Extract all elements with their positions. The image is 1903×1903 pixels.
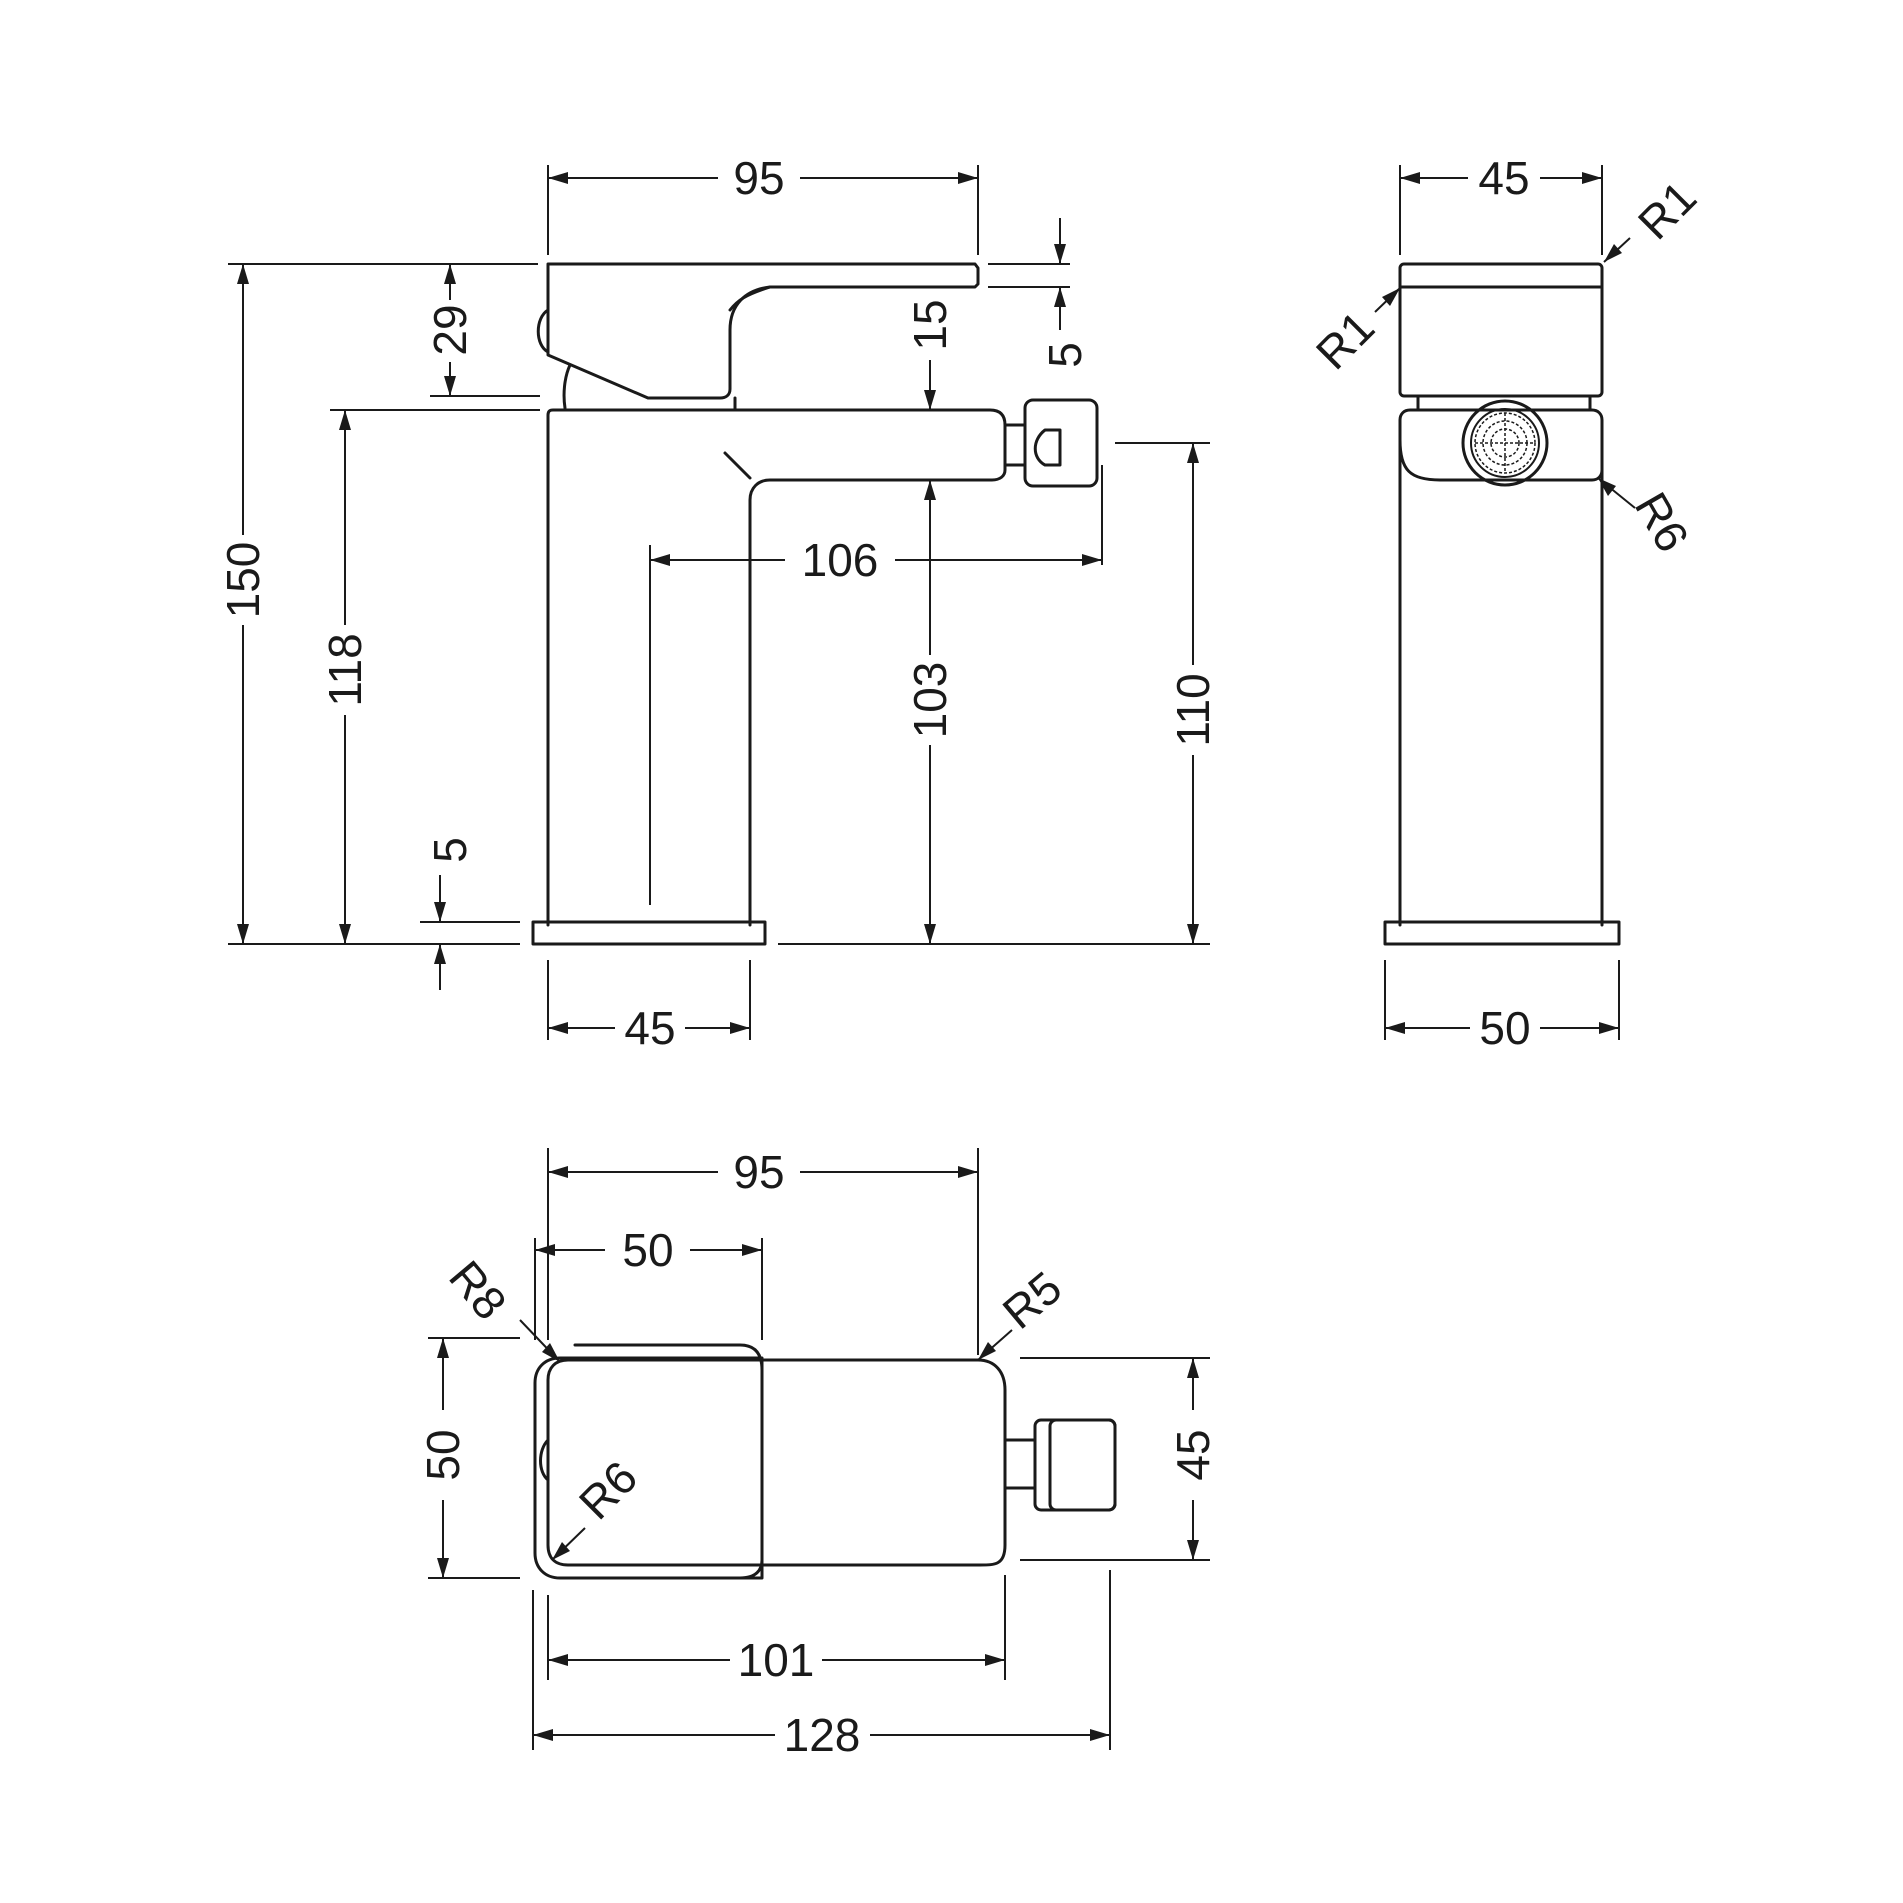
front-dim-radius-r1-left: R1 (1306, 301, 1384, 379)
front-dim-radius-r6: R6 (1625, 484, 1699, 561)
plan-lever (573, 1343, 764, 1372)
side-dim-width-95: 95 (733, 152, 784, 204)
front-base-plate (1383, 920, 1621, 946)
side-dim-lever-29: 29 (424, 304, 476, 355)
side-base-plate (531, 920, 767, 946)
plan-dim-width-95: 95 (733, 1146, 784, 1198)
plan-dim-radius-r8: R8 (439, 1251, 517, 1329)
aerator-icon (1461, 399, 1549, 487)
plan-dim-depth-45: 45 (1167, 1429, 1219, 1480)
plan-body (546, 1358, 1007, 1567)
side-dim-spout-15: 15 (904, 299, 956, 350)
side-dim-width-45: 45 (624, 1002, 675, 1054)
plan-nozzle (1033, 1418, 1117, 1512)
side-lever-neck (562, 363, 572, 410)
plan-dim-radius-r5: R5 (993, 1261, 1071, 1339)
side-view: 95 150 29 118 5 15 (217, 152, 1219, 1054)
side-dim-body-118: 118 (319, 633, 371, 706)
plan-lever-knob (539, 1438, 550, 1482)
side-dim-base-5: 5 (424, 837, 476, 863)
side-dim-reach-106: 106 (802, 534, 879, 586)
front-view: 45 R1 R1 R6 50 (1306, 152, 1706, 1054)
front-spout-edge (1398, 438, 1604, 482)
side-nozzle-stem (1003, 423, 1027, 467)
plan-base-plate (533, 1356, 764, 1580)
side-nozzle (1023, 398, 1099, 488)
plan-dim-radius-r6: R6 (569, 1451, 647, 1529)
plan-dim-depth-50: 50 (417, 1429, 469, 1480)
plan-nozzle-stem (1003, 1438, 1037, 1490)
plan-dim-lever-50: 50 (622, 1224, 673, 1276)
side-lever-knob (536, 308, 550, 354)
side-nozzle-swivel (1033, 428, 1062, 467)
side-dim-lever-tip-5: 5 (1039, 342, 1091, 368)
front-body (1398, 408, 1604, 927)
front-dim-radius-r1-right: R1 (1628, 171, 1706, 249)
front-dim-width-50: 50 (1479, 1002, 1530, 1054)
plan-dim-length-128: 128 (784, 1709, 861, 1761)
front-dim-width-45: 45 (1478, 152, 1529, 204)
side-dim-height-150: 150 (217, 542, 269, 619)
side-dim-spout-height-103: 103 (904, 662, 956, 739)
plan-view: 95 50 R8 R5 R6 50 45 (417, 1146, 1219, 1761)
side-lever-curve (728, 285, 772, 312)
side-body-seam (723, 451, 752, 480)
front-lever (1398, 262, 1604, 398)
plan-dim-length-101: 101 (738, 1634, 815, 1686)
side-dim-nozzle-height-110: 110 (1167, 673, 1219, 746)
